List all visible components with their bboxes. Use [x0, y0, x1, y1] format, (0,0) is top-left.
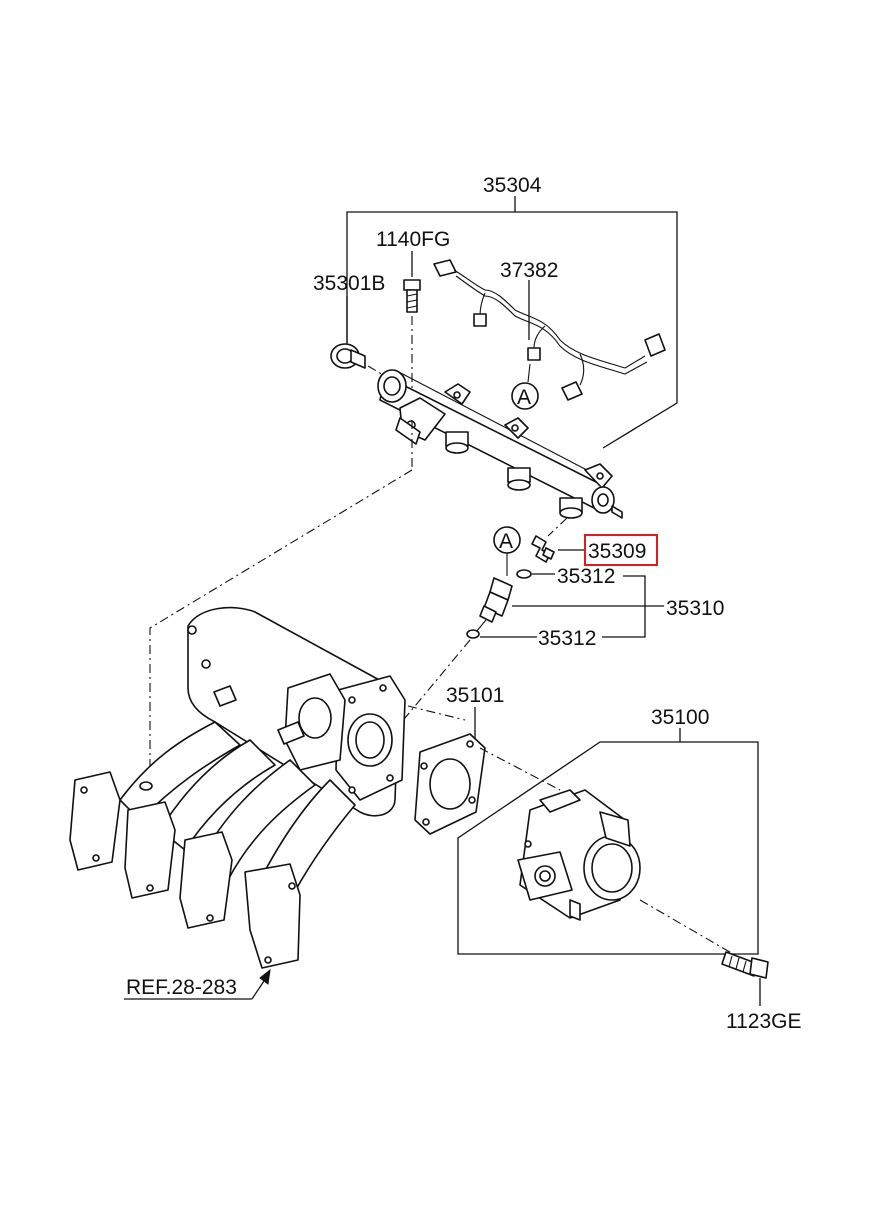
label-1140fg[interactable]: 1140FG: [376, 228, 450, 251]
bolt-1123ge: [721, 951, 769, 1006]
label-35301b[interactable]: 35301B: [313, 272, 385, 295]
marker-a-injector: [493, 526, 521, 576]
pressure-regulator-35301b: [330, 296, 386, 377]
highlight-box-35309: [584, 534, 658, 566]
label-35312-lower[interactable]: 35312: [538, 627, 596, 650]
label-35310[interactable]: 35310: [666, 597, 724, 620]
label-ref-28-283[interactable]: REF.28-283: [126, 976, 237, 999]
label-35304[interactable]: 35304: [483, 174, 542, 197]
label-35101[interactable]: 35101: [446, 684, 504, 707]
label-35309[interactable]: 35309: [588, 540, 646, 563]
throttle-body-35100: [457, 728, 759, 956]
intake-manifold: [69, 420, 413, 969]
marker-a-top-label: A: [517, 386, 531, 409]
fuel-rail-assembly-bracket: [346, 196, 678, 449]
marker-a-injector-label: A: [499, 530, 513, 553]
wiring-harness-37382: [433, 259, 666, 401]
clip-35309: [531, 517, 658, 566]
label-35312-upper[interactable]: 35312: [557, 565, 615, 588]
gasket-35101: [407, 705, 561, 835]
reference-28-283: [124, 968, 271, 1000]
marker-a-top: [511, 363, 539, 410]
label-35100[interactable]: 35100: [651, 706, 709, 729]
fuel-injector-35310: [344, 569, 664, 791]
label-1123ge[interactable]: 1123GE: [726, 1010, 802, 1033]
fuel-rail: [377, 369, 623, 519]
label-37382[interactable]: 37382: [500, 259, 558, 282]
